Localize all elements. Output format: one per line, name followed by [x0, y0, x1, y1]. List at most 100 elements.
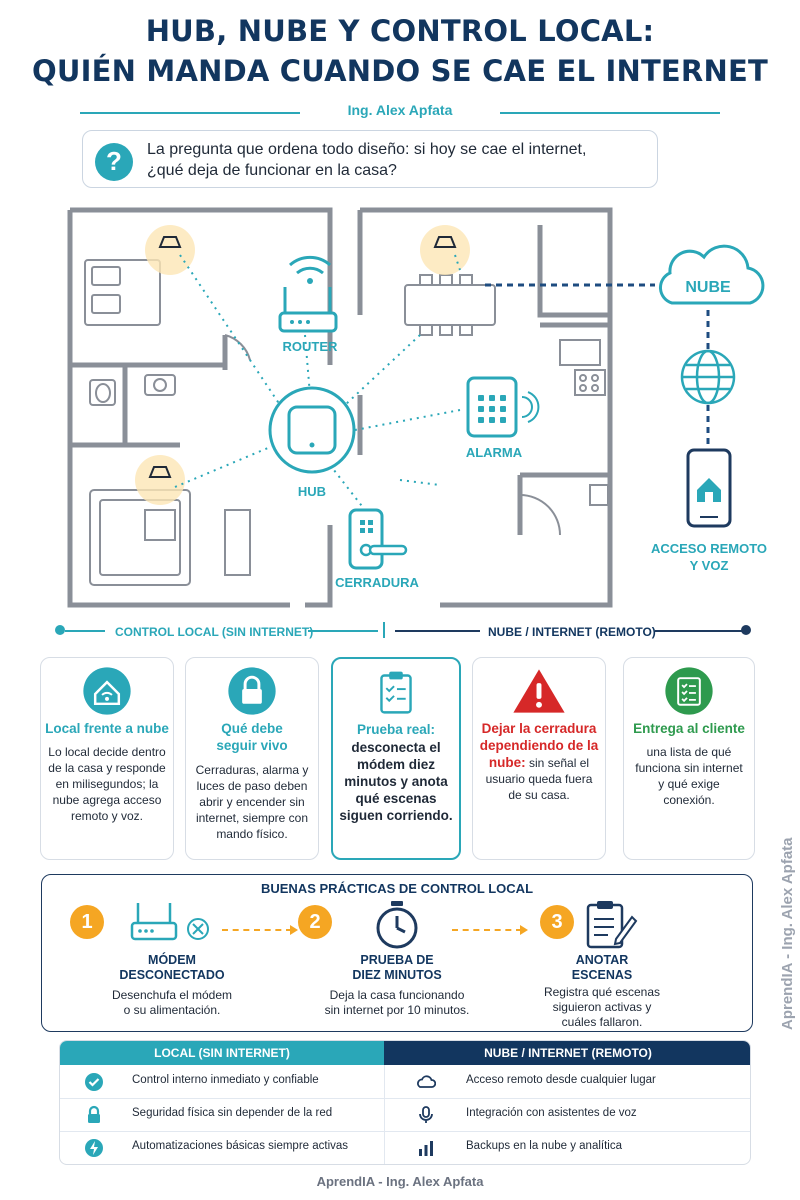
light-glow-living: [135, 455, 185, 505]
light-glow-dining: [420, 225, 470, 275]
lock-icon: [88, 1105, 100, 1123]
divider-line: [65, 630, 105, 632]
modem-off-icon: [130, 903, 209, 941]
card-body-line: nube agrega acceso: [52, 793, 162, 807]
card-body-line: remoto y voz.: [70, 809, 144, 823]
card-title-line: Qué debe: [221, 721, 283, 736]
step-number: 2: [298, 905, 332, 939]
divider-local-label: CONTROL LOCAL (SIN INTERNET): [115, 625, 314, 639]
step-title-line: MÓDEM: [148, 953, 196, 967]
lamp-icon: [148, 466, 172, 478]
card-body-line: minutos y anota: [344, 774, 448, 789]
card-body: Lo local decide dentro de la casa y resp…: [47, 744, 167, 824]
card-body-line: módem diez: [356, 757, 435, 772]
card-body: nube: sin señal el usuario queda fuera d…: [479, 755, 599, 803]
checklist-icon: [665, 667, 713, 715]
card-must-stay-alive: Qué debe seguir vivo Cerraduras, alarma …: [185, 657, 319, 860]
divider-dot-right: [741, 625, 751, 635]
cloud-icon: [659, 244, 765, 305]
author-left-rule: [80, 112, 300, 114]
step-title: MÓDEM DESCONECTADO: [82, 953, 262, 983]
ceiling-lights: [135, 225, 470, 505]
card-real-test: Prueba real: desconecta el módem diez mi…: [331, 657, 461, 860]
light-glow-bedroom: [145, 225, 195, 275]
table-cell: Backups en la nube y analítica: [466, 1140, 622, 1152]
step-desc-line: Registra qué escenas: [543, 985, 661, 999]
card-body-line: mando físico.: [216, 827, 288, 841]
card-body-line: de la casa y responde: [48, 761, 166, 775]
clipboard-pen-icon: [586, 901, 638, 949]
step-title: ANOTAR ESCENAS: [522, 953, 682, 983]
card-title: Prueba real:: [356, 722, 436, 737]
table-header-cloud: NUBE / INTERNET (REMOTO): [384, 1041, 750, 1065]
author-right-rule: [500, 112, 720, 114]
step-desc: Desenchufa el módem o su alimentación.: [82, 988, 262, 1018]
remote-label-line-1: ACCESO REMOTO: [651, 541, 767, 556]
card-body-line: en milisegundos; la: [55, 777, 159, 791]
card-body-line: de su casa.: [508, 788, 570, 802]
padlock-icon: [228, 667, 276, 715]
card-body-line: internet, siempre con: [195, 811, 309, 825]
step-title-line: PRUEBA DE: [360, 953, 434, 967]
step-title: PRUEBA DE DIEZ MINUTOS: [307, 953, 487, 983]
footer-credit: AprendIA - Ing. Alex Apfata: [316, 1174, 484, 1189]
card-cloud-dependency-risk: Dejar la cerradura dependiendo de la nub…: [472, 657, 606, 860]
step-arrow: [452, 925, 528, 935]
table-row: Automatizaciones básicas siempre activas: [60, 1131, 384, 1164]
card-body-line: usuario queda fuera: [485, 772, 593, 786]
stopwatch-icon: [376, 901, 418, 949]
card-body-line: luces de paso deben: [196, 779, 308, 793]
floor-plan-walls: [67, 207, 613, 608]
table-cell: Automatizaciones básicas siempre activas: [132, 1140, 349, 1152]
table-row-separator: [60, 1098, 750, 1099]
step-number: 1: [70, 905, 104, 939]
card-body-line: desconecta el: [351, 740, 441, 755]
hub-label: HUB: [298, 484, 326, 499]
page-title-line-1: HUB, NUBE Y CONTROL LOCAL:: [145, 14, 655, 48]
comparison-table: LOCAL (SIN INTERNET) NUBE / INTERNET (RE…: [59, 1040, 751, 1165]
card-local-vs-cloud: Local frente a nube Lo local decide dent…: [40, 657, 174, 860]
step-arrow: [222, 925, 298, 935]
step-title-line: DIEZ MINUTOS: [352, 968, 442, 982]
hub-icon: [268, 386, 356, 474]
author-name: Ing. Alex Apfata: [347, 102, 453, 118]
card-title-line: nube:: [488, 755, 526, 770]
card-body-line: Cerraduras, alarma y: [195, 763, 309, 777]
step-desc-line: cuáles fallaron.: [561, 1015, 643, 1029]
table-row-separator: [60, 1131, 750, 1132]
card-body-line: y qué exige: [658, 777, 720, 791]
best-practices-panel: BUENAS PRÁCTICAS DE CONTROL LOCAL 1 MÓDE…: [41, 874, 753, 1032]
card-title: Dejar la cerradura dependiendo de la: [477, 720, 601, 754]
divider-line: [308, 630, 378, 632]
table-row: Seguridad física sin depender de la red: [60, 1098, 384, 1131]
table-cell: Seguridad física sin depender de la red: [132, 1107, 333, 1119]
table-header-local: LOCAL (SIN INTERNET): [60, 1041, 384, 1065]
divider-cloud-label: NUBE / INTERNET (REMOTO): [488, 625, 656, 639]
card-title: Entrega al cliente: [633, 721, 745, 736]
divider-center-tick: [383, 622, 385, 638]
step-desc-line: sin internet por 10 minutos.: [324, 1003, 470, 1017]
card-title-line: seguir vivo: [216, 738, 288, 753]
floor-plan-diagram: ROUTER HUB ALARMA CERRADURA NUBE: [67, 207, 767, 608]
smart-lock-icon: [348, 508, 408, 570]
step-desc-line: o su alimentación.: [123, 1003, 221, 1017]
question-line-2: ¿qué deja de funcionar en la casa?: [147, 162, 397, 179]
bolt-icon: [85, 1139, 103, 1157]
step-desc-line: Desenchufa el módem: [111, 988, 233, 1002]
warning-icon: [513, 669, 565, 713]
hub-connections: [174, 254, 461, 511]
table-row: Integración con asistentes de voz: [384, 1098, 750, 1131]
step-desc: Registra qué escenas siguieron activas y…: [522, 985, 682, 1030]
card-title: Local frente a nube: [45, 721, 169, 736]
step-title-line: ANOTAR: [575, 953, 629, 967]
local-cloud-divider: CONTROL LOCAL (SIN INTERNET) NUBE / INTE…: [55, 622, 755, 642]
card-body-line: siguen corriendo.: [339, 808, 453, 823]
step-number: 3: [540, 905, 574, 939]
question-box: ? La pregunta que ordena todo diseño: si…: [82, 130, 658, 188]
step-title-line: ESCENAS: [571, 968, 633, 982]
card-body-line: qué escenas: [355, 791, 437, 806]
table-row: Backups en la nube y analítica: [384, 1131, 750, 1164]
lock-label: CERRADURA: [335, 575, 419, 590]
lamp-icon: [158, 236, 182, 248]
step-desc: Deja la casa funcionando sin internet po…: [297, 988, 497, 1018]
